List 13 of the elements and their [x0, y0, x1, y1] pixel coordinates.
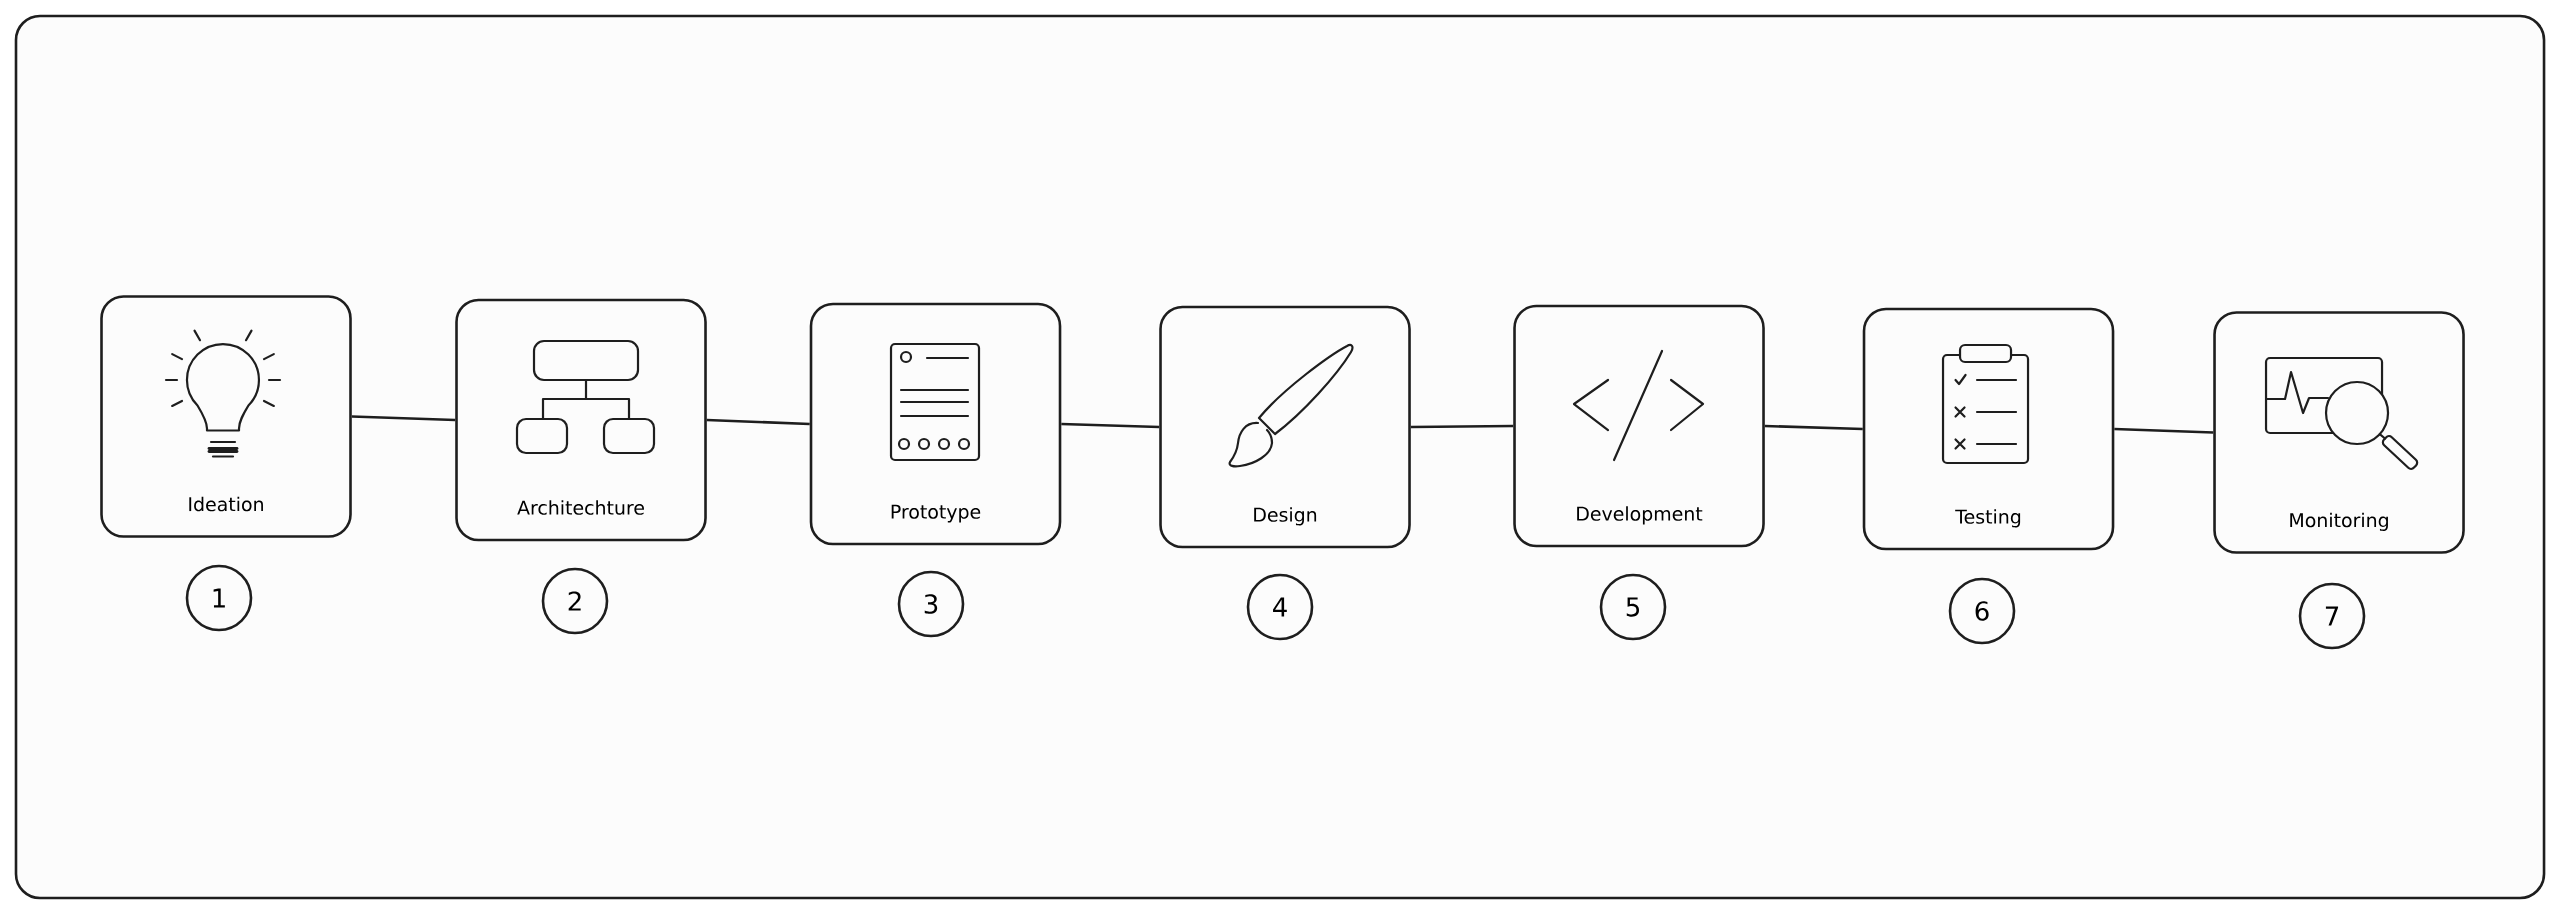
connector-line	[1764, 424, 1863, 431]
process-box: Development	[1513, 304, 1765, 548]
process-box: Prototype	[809, 302, 1062, 546]
process-box: Monitoring	[2213, 311, 2465, 554]
process-box: Testing	[1862, 307, 2115, 551]
connector-line	[1061, 422, 1160, 429]
connector-line	[351, 415, 456, 422]
connector-line	[2114, 427, 2214, 434]
process-box: Ideation	[100, 295, 352, 538]
connector-line	[706, 418, 810, 426]
process-box: Architechture	[455, 298, 707, 542]
connector-line	[1410, 424, 1514, 429]
process-box: Design	[1159, 305, 1411, 549]
